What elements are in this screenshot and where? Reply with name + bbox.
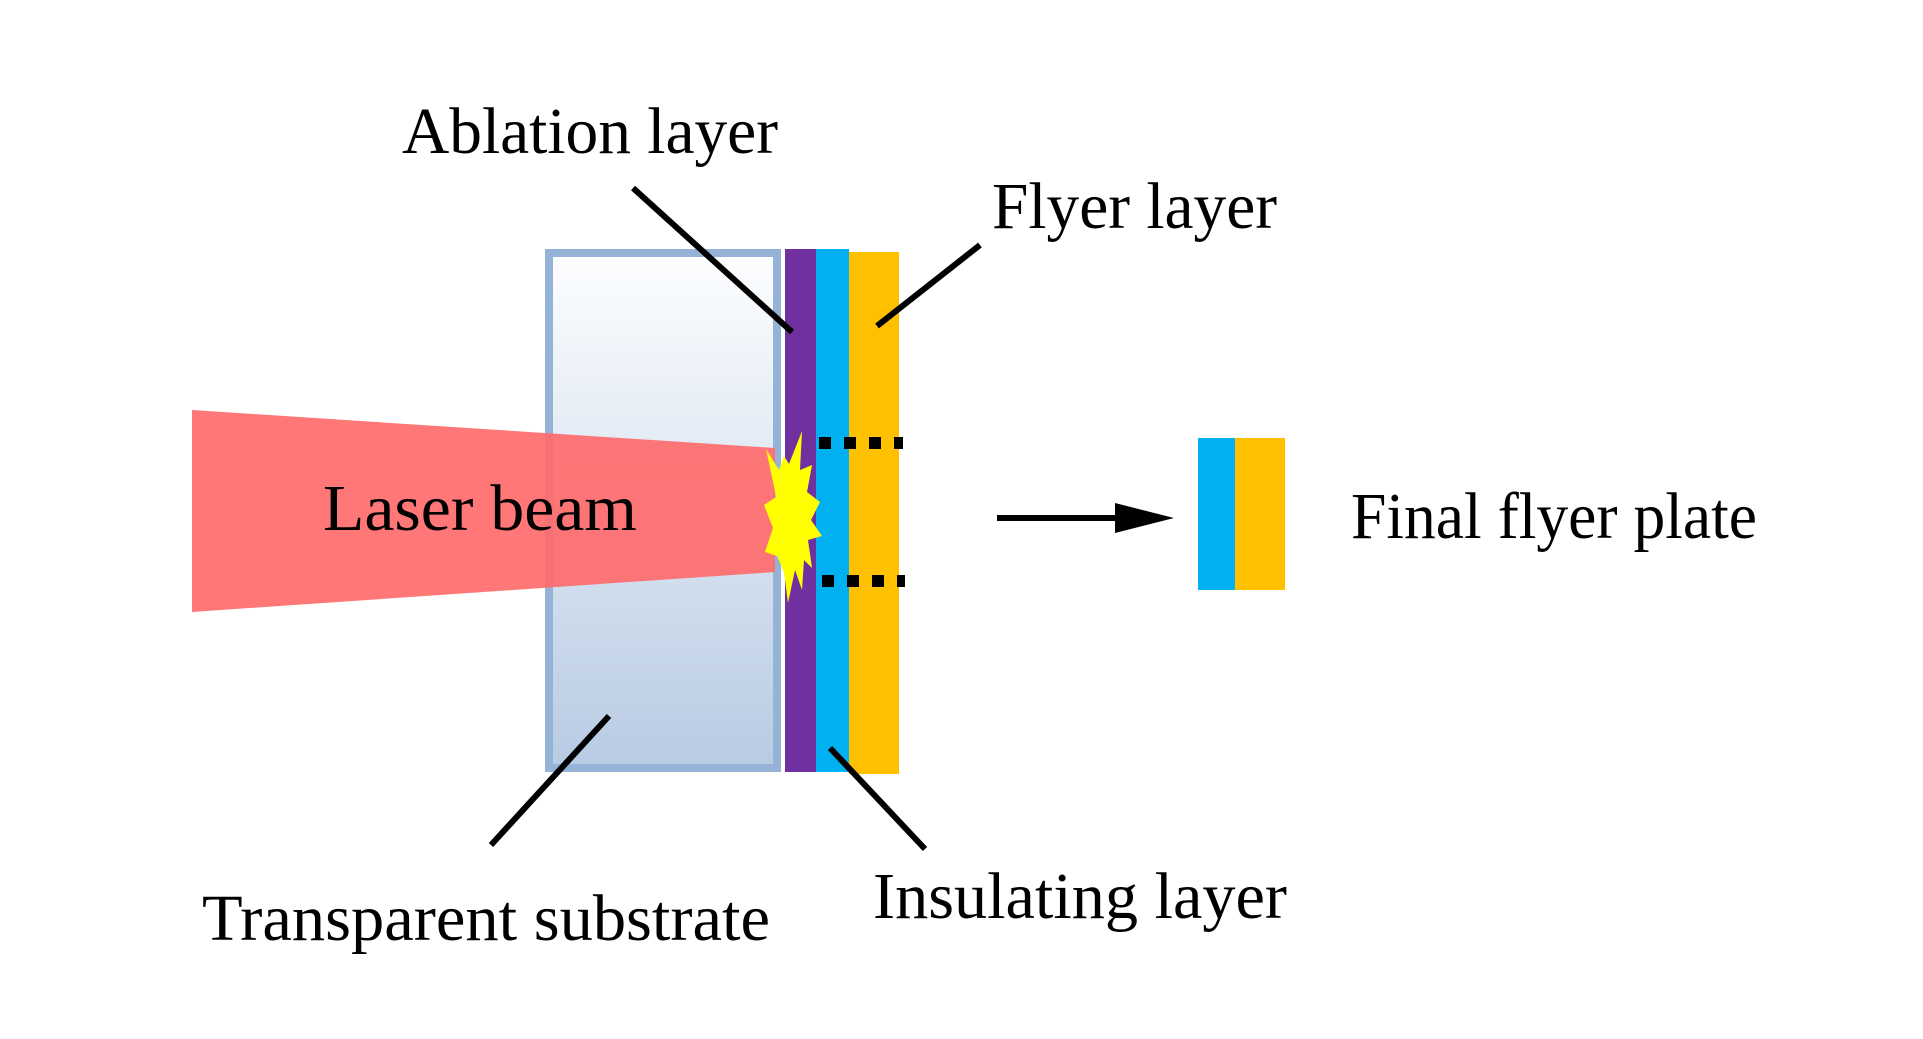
insulating-layer (816, 249, 849, 772)
cut-dash (872, 575, 884, 587)
pointer-insulating (827, 745, 928, 852)
label-laser-beam: Laser beam (323, 472, 637, 545)
cut-dash (897, 575, 905, 587)
cut-dash (894, 437, 903, 449)
arrow-head (1115, 503, 1174, 533)
label-flyer-layer: Flyer layer (992, 170, 1277, 243)
cut-dash (822, 575, 834, 587)
cut-line-top (819, 437, 903, 449)
pointer-ablation (630, 185, 795, 335)
final-flyer-plate (1198, 438, 1285, 590)
pointer-substrate (488, 713, 612, 848)
laser-beam (192, 410, 775, 612)
label-insulating-layer: Insulating layer (873, 860, 1287, 933)
arrow-right-icon (997, 503, 1174, 533)
cut-dash (869, 437, 881, 449)
label-transparent-substrate: Transparent substrate (202, 882, 770, 955)
final-plate-flyer (1235, 438, 1285, 590)
impact-flash-icon (764, 431, 822, 603)
final-plate-insulating (1198, 438, 1235, 590)
cut-dash (844, 437, 856, 449)
flyer-layer (849, 252, 899, 774)
label-ablation-layer: Ablation layer (402, 95, 778, 168)
cut-dash (819, 437, 831, 449)
cut-dash (847, 575, 859, 587)
label-final-flyer-plate: Final flyer plate (1351, 480, 1757, 553)
cut-line-bottom (822, 575, 905, 587)
pointer-flyer (875, 242, 982, 329)
